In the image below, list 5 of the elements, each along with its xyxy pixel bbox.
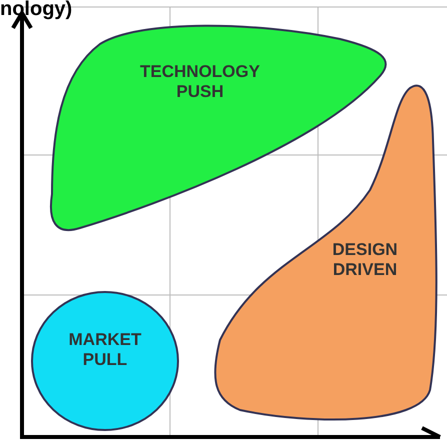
shape-label: DESIGN DRIVEN xyxy=(331,240,399,280)
market-pull-circle xyxy=(30,290,180,432)
shape-label: MARKET PULL xyxy=(68,330,142,370)
shape-label: TECHNOLOGY PUSH xyxy=(139,62,261,102)
axis-title: nology) xyxy=(0,0,72,21)
